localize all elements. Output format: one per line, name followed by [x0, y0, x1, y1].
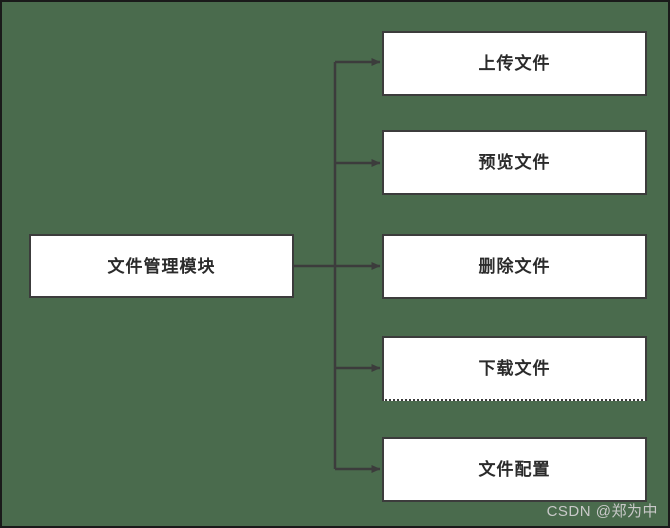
node-file-management-module[interactable]: 文件管理模块 — [29, 234, 294, 298]
node-download-file[interactable]: 下载文件 — [382, 336, 647, 401]
node-file-configuration[interactable]: 文件配置 — [382, 437, 647, 502]
node-label: 下载文件 — [478, 359, 551, 378]
node-upload-file[interactable]: 上传文件 — [382, 31, 647, 96]
node-label: 删除文件 — [478, 257, 551, 276]
node-label: 文件管理模块 — [107, 256, 216, 276]
node-delete-file[interactable]: 删除文件 — [382, 234, 647, 299]
node-label: 上传文件 — [478, 54, 551, 73]
node-preview-file[interactable]: 预览文件 — [382, 130, 647, 195]
watermark-text: CSDN @郑为中 — [546, 503, 658, 520]
node-label: 预览文件 — [478, 153, 551, 172]
node-label: 文件配置 — [478, 460, 551, 479]
